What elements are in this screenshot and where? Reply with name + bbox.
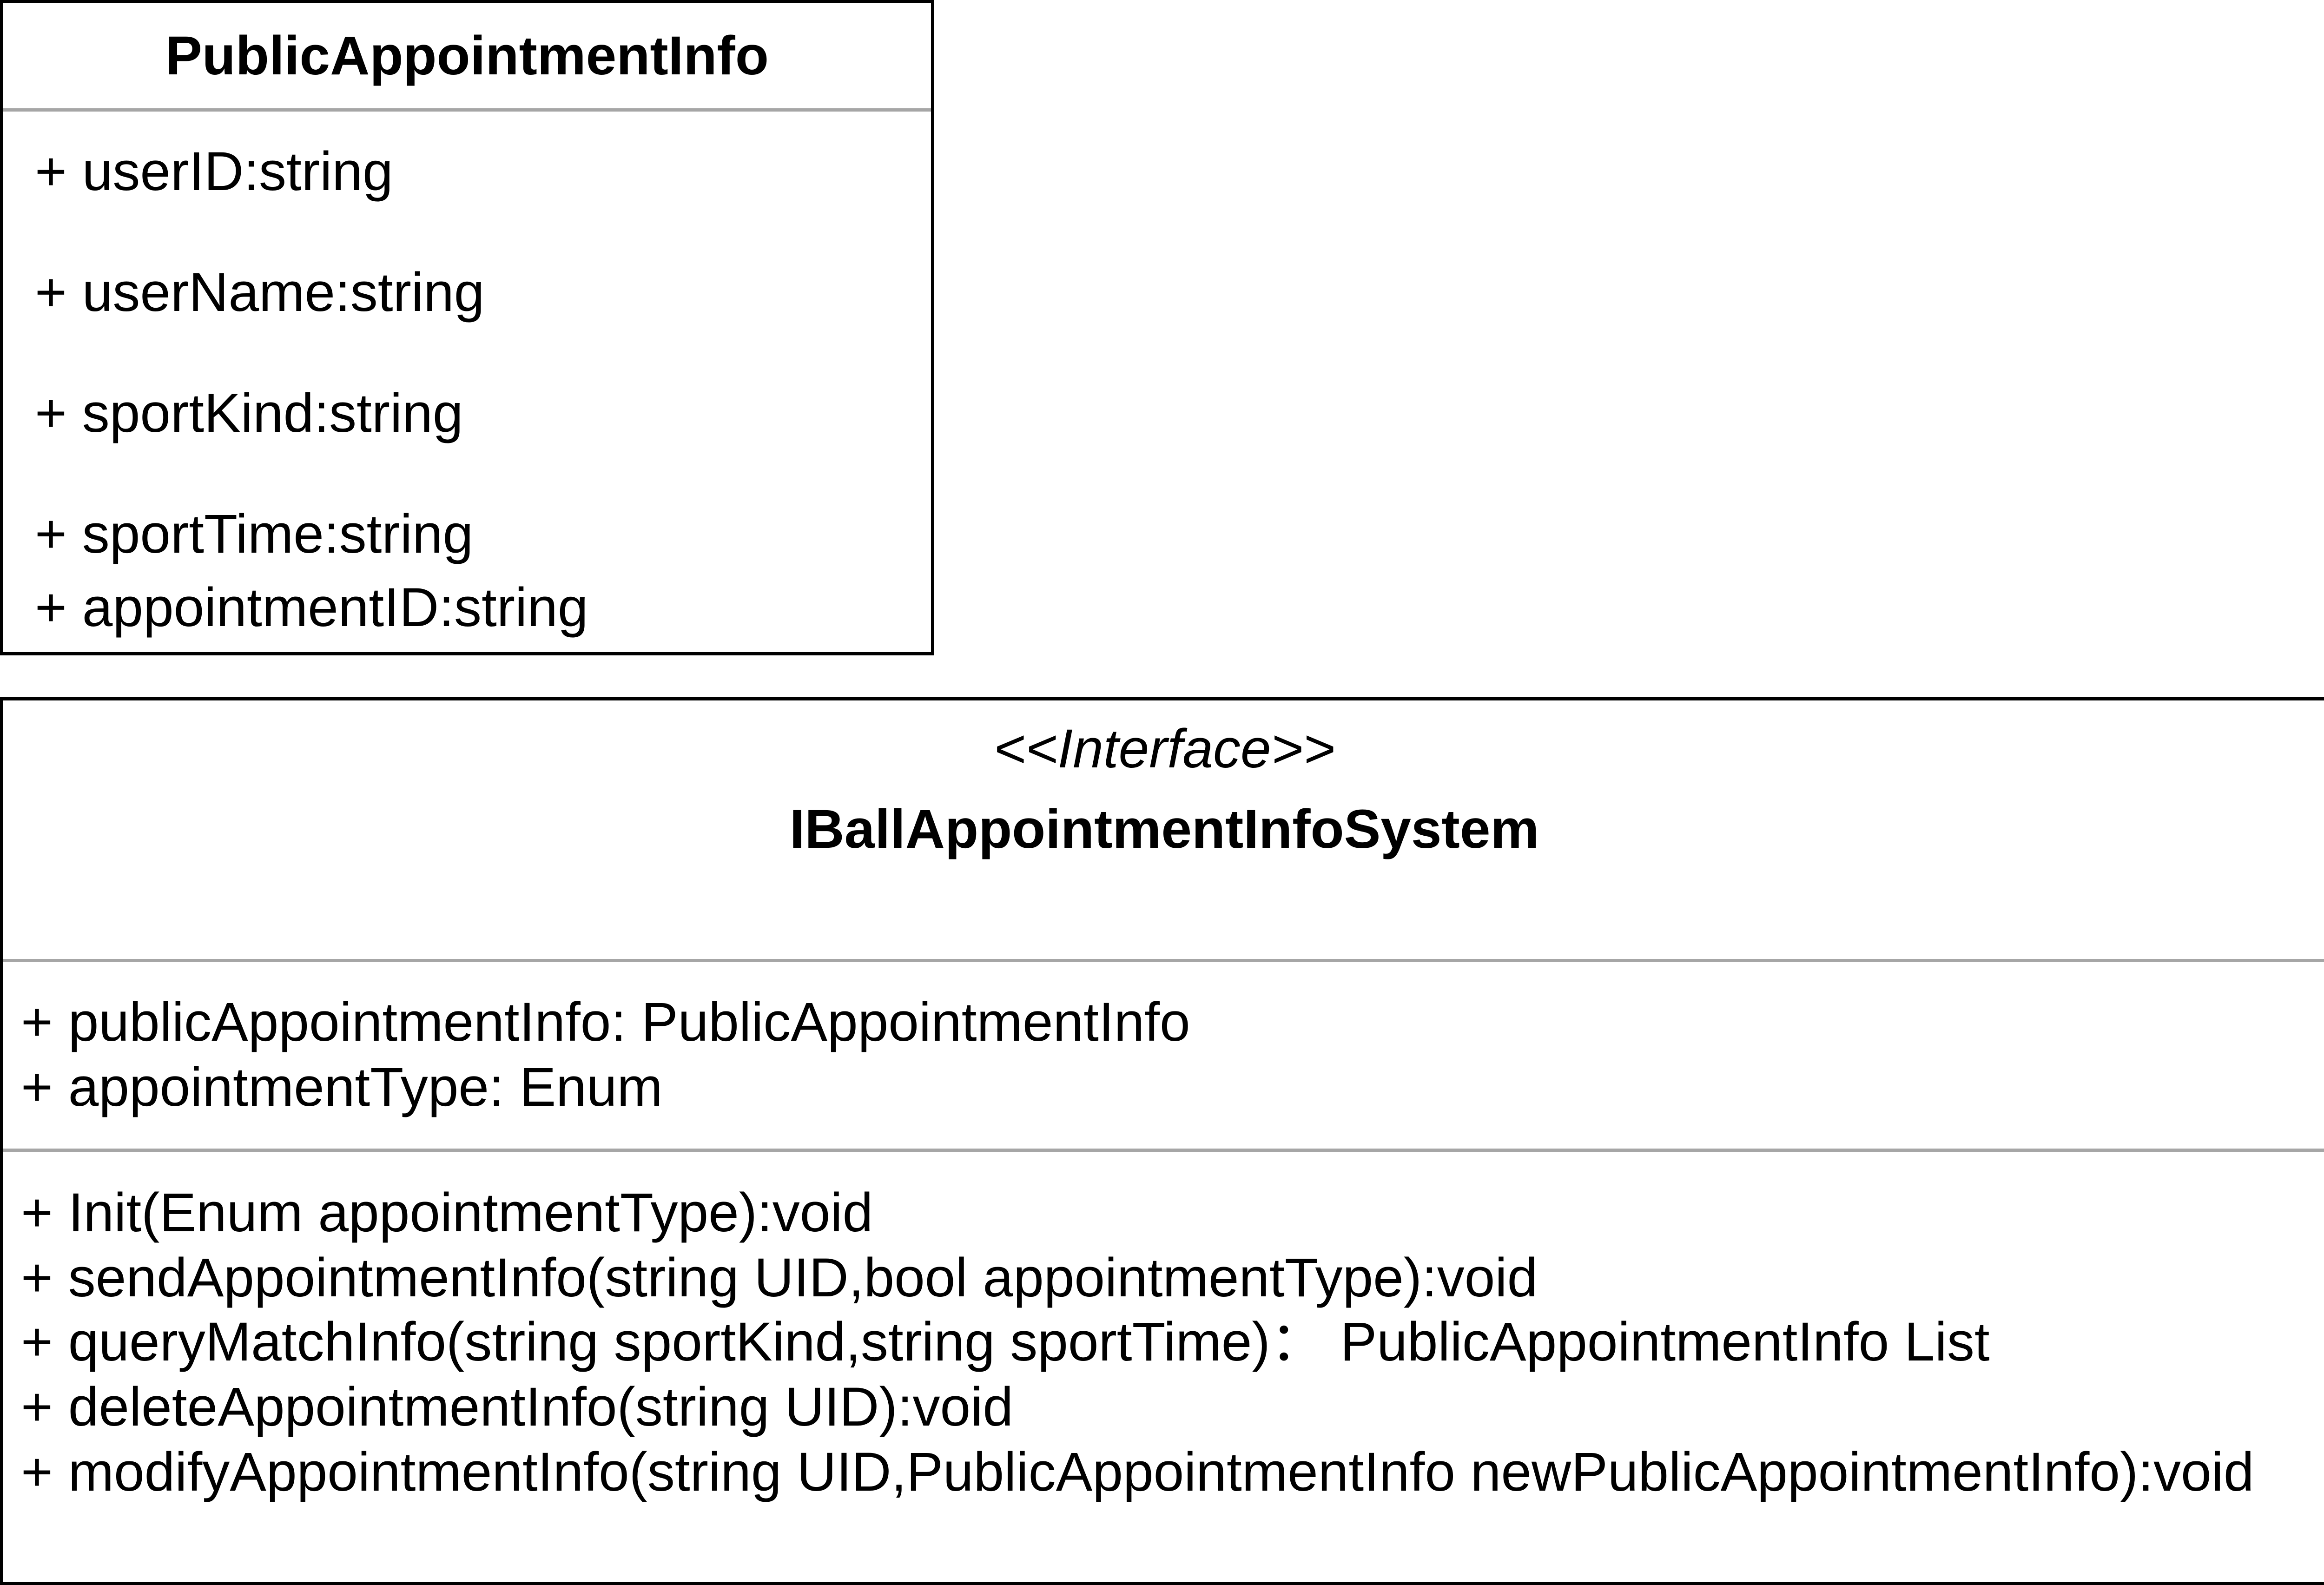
interface-method-init: + Init(Enum appointmentType):void <box>21 1182 873 1243</box>
interface-title: IBallAppointmentInfoSystem <box>789 799 1539 860</box>
interface-header: <<Interface>> IBallAppointmentInfoSystem <box>3 700 2324 961</box>
class-title: PublicAppointmentInfo <box>165 25 769 86</box>
interface-method-delete-appointment-info: + deleteAppointmentInfo(string UID):void <box>21 1376 1013 1438</box>
ball-appointment-interface: <<Interface>> IBallAppointmentInfoSystem… <box>0 697 2324 1585</box>
public-appointment-info-class: PublicAppointmentInfo + userID:string + … <box>0 0 934 655</box>
interface-attribute-public-appointment-info: + publicAppointmentInfo: PublicAppointme… <box>21 991 1190 1053</box>
interface-stereotype: <<Interface>> <box>993 718 1335 779</box>
interface-method-send-appointment-info: + sendAppointmentInfo(string UID,bool ap… <box>21 1247 1538 1308</box>
interface-attribute-appointment-type: + appointmentType: Enum <box>21 1057 663 1118</box>
interface-divider-methods <box>3 1149 2324 1152</box>
interface-method-query-match-info: + queryMatchInfo(string sportKind,string… <box>21 1311 1990 1373</box>
attribute-appointment-id: + appointmentID:string <box>35 577 588 638</box>
attribute-user-name: + userName:string <box>35 262 485 323</box>
attribute-user-id: + userID:string <box>35 141 393 202</box>
class-header: PublicAppointmentInfo <box>3 3 931 112</box>
interface-divider-attributes <box>3 959 2324 962</box>
attribute-sport-time: + sportTime:string <box>35 503 474 565</box>
attribute-sport-kind: + sportKind:string <box>35 383 463 444</box>
interface-method-modify-appointment-info: + modifyAppointmentInfo(string UID,Publi… <box>21 1441 2254 1503</box>
